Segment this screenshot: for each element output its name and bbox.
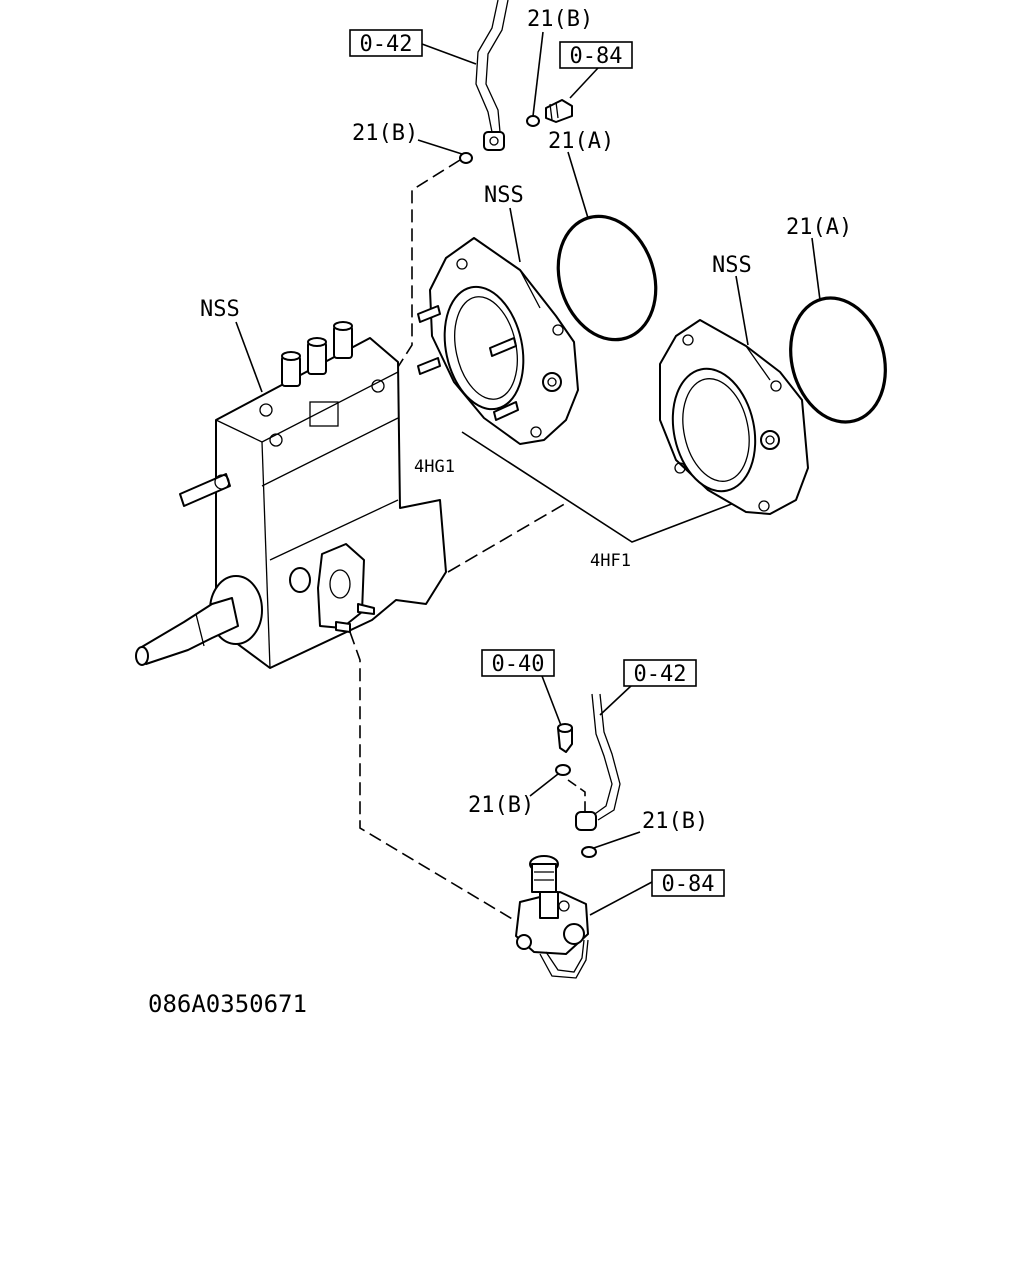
upper-washer-21b xyxy=(459,115,540,164)
label-21b-lower-left: 21(B) xyxy=(468,793,534,818)
label-21b-lower-right: 21(B) xyxy=(642,809,708,834)
ref-box-0-40: 0-40 xyxy=(481,649,555,677)
ref-text: 0-40 xyxy=(492,652,545,677)
adapter-housing-4hf1 xyxy=(659,319,809,515)
label-21a-right: 21(A) xyxy=(786,215,852,240)
leader-lines xyxy=(235,31,821,921)
label-4hg1: 4HG1 xyxy=(414,457,455,477)
label-4hf1: 4HF1 xyxy=(590,551,631,571)
ref-box-0-42-top: 0-42 xyxy=(349,29,423,57)
ref-text: 0-42 xyxy=(634,662,687,687)
lower-washers-21b xyxy=(555,764,597,858)
adapter-housing-4hg1 xyxy=(417,237,579,445)
ref-text: 0-84 xyxy=(570,44,623,69)
drawing-id: 086A0350671 xyxy=(148,990,307,1018)
o-ring-21a-right xyxy=(789,296,887,424)
lower-bolt-0-40 xyxy=(557,723,573,753)
ref-box-0-84-top: 0-84 xyxy=(559,41,633,69)
lower-feed-pipe xyxy=(575,693,621,831)
ref-box-0-84-bottom: 0-84 xyxy=(651,869,725,897)
label-21b-top: 21(B) xyxy=(527,7,593,32)
upper-feed-pipe xyxy=(475,0,509,151)
upper-banjo-bolt xyxy=(545,99,573,123)
label-21a-mid: 21(A) xyxy=(548,129,614,154)
label-21b-left: 21(B) xyxy=(352,121,418,146)
label-nss-housing: NSS xyxy=(484,183,524,208)
feed-pump xyxy=(515,855,589,979)
ref-text: 0-42 xyxy=(360,32,413,57)
o-ring-21a-mid xyxy=(556,214,658,342)
ref-box-0-42-bottom: 0-42 xyxy=(623,659,697,687)
ref-text: 0-84 xyxy=(662,872,715,897)
label-nss-pump: NSS xyxy=(200,297,240,322)
injection-pump xyxy=(135,321,447,669)
label-nss-mid: NSS xyxy=(712,253,752,278)
